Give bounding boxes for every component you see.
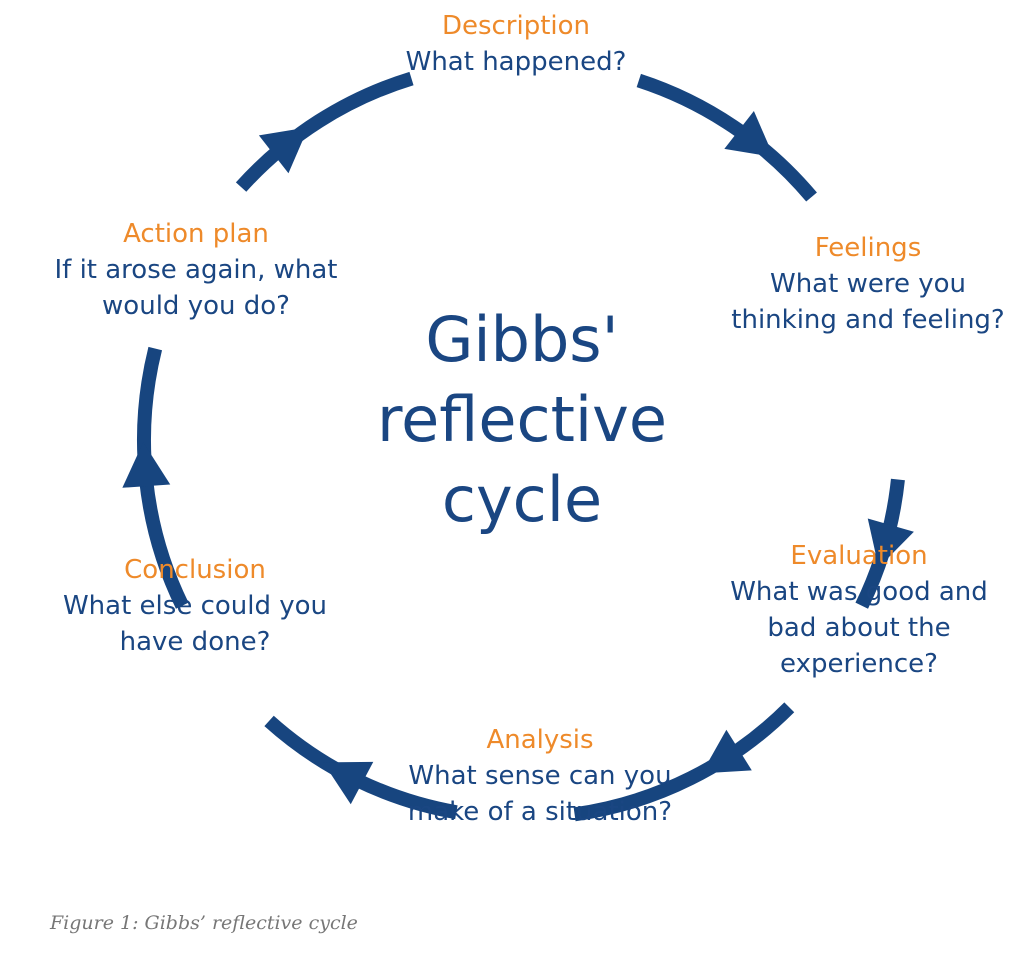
stage-action-plan: Action plan If it arose again, what woul…	[46, 216, 346, 324]
stage-evaluation: Evaluation What was good and bad about t…	[718, 538, 1000, 682]
stage-label: Action plan	[123, 219, 269, 249]
stage-question: What happened?	[405, 47, 627, 77]
stage-question: What sense can you make of a situation?	[407, 761, 673, 827]
stage-label: Conclusion	[124, 555, 266, 585]
stage-label: Feelings	[814, 233, 922, 263]
stage-question: What was good and bad about the experien…	[730, 577, 988, 679]
stage-conclusion: Conclusion What else could you have done…	[50, 552, 340, 660]
arc-action-plan-to-description	[235, 71, 414, 192]
arrowhead-icon	[122, 442, 171, 488]
diagram-title: Gibbs' reflective cycle	[377, 303, 667, 536]
stage-description: Description What happened?	[376, 8, 656, 80]
stage-question: What else could you have done?	[62, 591, 328, 657]
arc-description-to-feelings	[636, 73, 817, 202]
stage-label: Description	[441, 11, 591, 41]
arrowhead-icon	[867, 518, 914, 568]
arc-evaluation-to-analysis	[573, 702, 795, 822]
stage-feelings: Feelings What were you thinking and feel…	[728, 230, 1008, 338]
stage-analysis: Analysis What sense can you make of a si…	[390, 722, 690, 830]
stage-question: If it arose again, what would you do?	[54, 255, 338, 321]
stage-question: What were you thinking and feeling?	[731, 269, 1005, 335]
arrowhead-icon	[258, 127, 309, 174]
stage-label: Analysis	[486, 725, 594, 755]
stage-label: Evaluation	[790, 541, 928, 571]
arrowhead-icon	[701, 729, 752, 774]
arrowhead-icon	[323, 761, 374, 805]
arrowhead-icon	[724, 111, 774, 158]
figure-caption: Figure 1: Gibbs’ reflective cycle	[50, 912, 358, 934]
